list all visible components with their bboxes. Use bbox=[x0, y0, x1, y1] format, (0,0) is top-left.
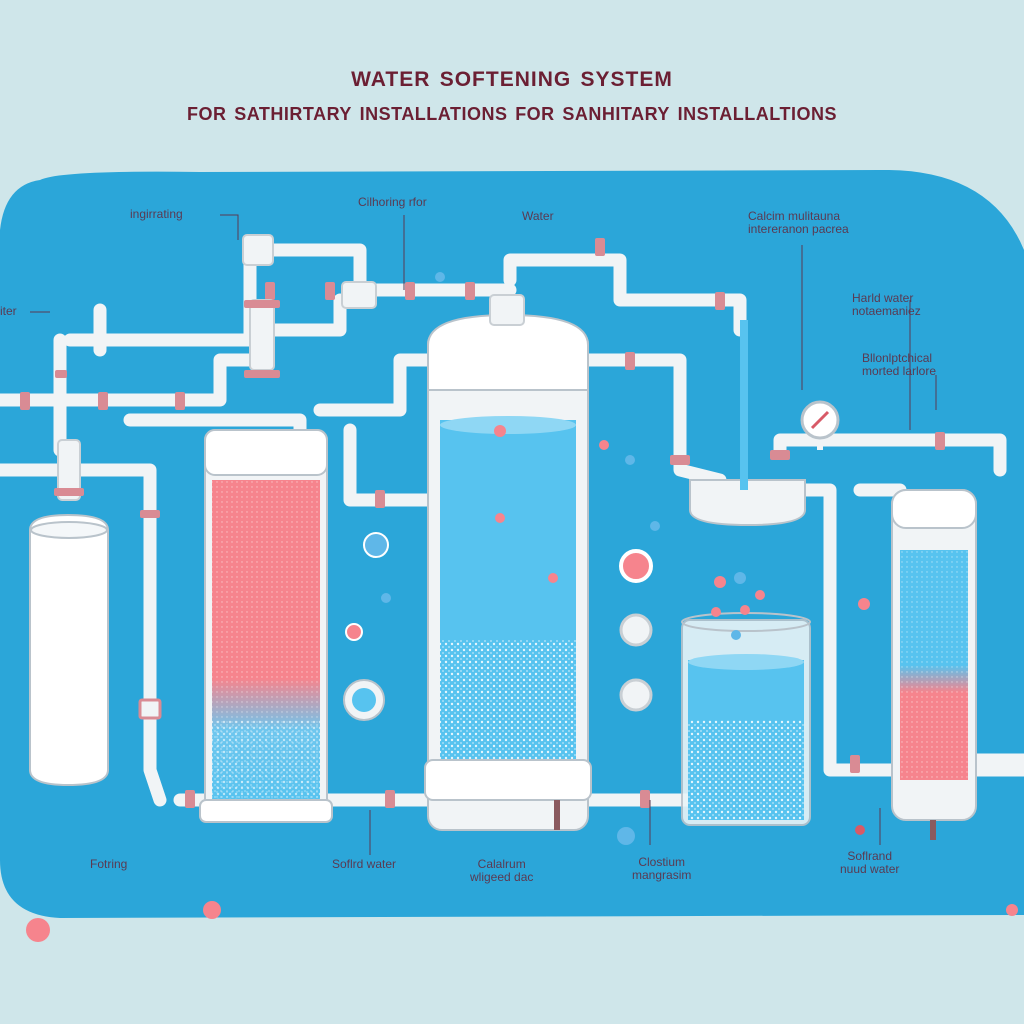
label-bottom-3: Calalrum wligeed dac bbox=[470, 857, 534, 884]
leader-lines bbox=[30, 214, 937, 855]
softener-tank-2-resin bbox=[424, 294, 592, 831]
label-top-left: ingirrating bbox=[130, 207, 183, 221]
pipe-fittings bbox=[20, 238, 945, 808]
valve-assembly bbox=[54, 234, 377, 501]
label-right-2: Bllonlptchical morted larlore bbox=[862, 351, 937, 378]
label-bottom-2: Soflrd water bbox=[332, 857, 397, 871]
label-right-1: Harld water notaemaniez bbox=[852, 291, 921, 318]
softener-tank-4 bbox=[891, 489, 977, 840]
diagram-subtitle: for sathirtary installations for sanhita… bbox=[187, 96, 837, 126]
label-bottom-1: Fotring bbox=[90, 857, 128, 871]
pressure-gauge-icon bbox=[800, 400, 840, 450]
diagram-title: water softening system bbox=[351, 60, 673, 93]
label-top-center: Cilhoring rfor bbox=[358, 195, 427, 209]
bubbles bbox=[26, 272, 1018, 942]
softener-tank-1 bbox=[199, 429, 333, 823]
label-top-water: Water bbox=[522, 209, 554, 223]
flow-meter-icon bbox=[343, 679, 385, 721]
dispenser-head bbox=[689, 320, 806, 527]
label-top-right: Calcim mulitauna intereranon pacrea bbox=[748, 209, 849, 236]
label-bottom-4: Clostium mangrasim bbox=[632, 855, 692, 882]
brine-beaker bbox=[681, 612, 811, 826]
label-bottom-5: Soflrand nuud water bbox=[840, 849, 900, 876]
cartridge-filter bbox=[29, 513, 109, 787]
label-far-left: iter bbox=[0, 304, 17, 318]
